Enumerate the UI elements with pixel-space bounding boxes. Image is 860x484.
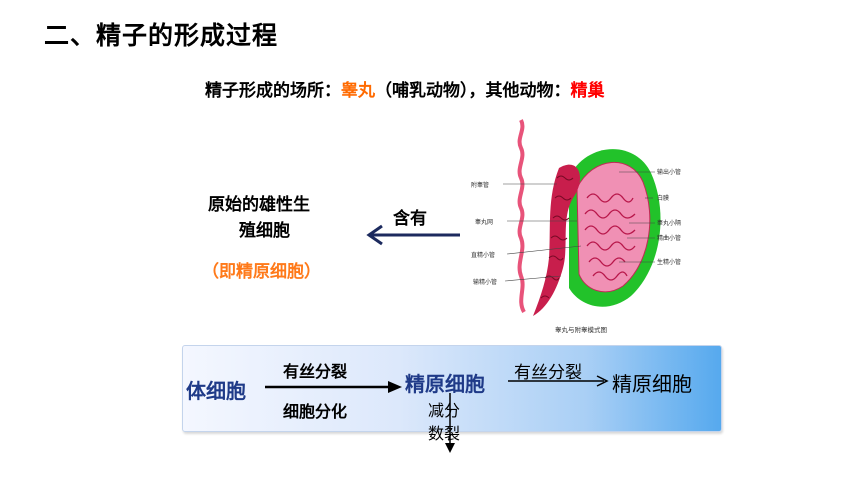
arrow-right-icon-1 [265,381,402,393]
subtitle: 精子形成的场所：睾丸（哺乳动物），其他动物：精巢 [205,76,605,101]
label-straight-tubule: 直精小管 [471,251,495,259]
arrow-down-icon [445,393,455,453]
spermatogonium-note: （即精原细胞） [202,262,321,282]
contains-label: 含有 [393,209,427,229]
subtitle-middle: （哺乳动物），其他动物： [375,81,571,101]
label-rete-testis: 睾丸网 [475,218,493,226]
label-seminiferous-tubule: 生精小管 [657,258,681,266]
label-efferent-ductule: 输出小管 [657,168,681,176]
label-tunica-albuginea: 白膜 [657,194,669,202]
subtitle-place-testis: 睾丸 [341,81,375,101]
flow-spermatogonium-2: 精原细胞 [612,372,692,396]
flow-mitosis-label-2: 有丝分裂 [514,363,582,383]
epididymis [533,164,581,316]
label-septum: 睾丸小隔 [657,219,681,227]
primordial-cell-line2: 殖细胞 [239,221,290,241]
epididymis-coils [540,175,574,299]
arrow-right-icon-2 [508,375,609,387]
slide-title: 二、精子的形成过程 [44,21,279,50]
vas-deferens [517,119,526,314]
label-convoluted-tubule: 精曲小管 [657,234,681,242]
leader-lines [503,171,655,282]
flow-panel [182,345,722,432]
subtitle-prefix: 精子形成的场所： [205,81,341,101]
diagram-caption: 睾丸与附睾模式图 [555,325,607,334]
testis-diagram: 附睾管 睾丸网 直精小管 输精小管 输出小管 白膜 睾丸小隔 精曲小管 生精小管… [471,119,681,334]
primordial-cell-line1: 原始的雄性生 [208,195,310,215]
flow-mitosis-label-1: 有丝分裂 [283,362,348,381]
flow-meiosis-line1: 减分 [428,401,461,420]
flow-somatic-cell: 体细胞 [186,379,246,403]
flow-spermatogonium-1: 精原细胞 [405,372,485,396]
left-arrow-icon [366,224,460,246]
flow-meiosis-line2: 数裂 [428,424,461,443]
seminiferous-tubules [584,193,636,281]
label-vas-tubule: 输精小管 [473,278,497,286]
label-epididymal-duct: 附睾管 [471,181,489,189]
subtitle-place-spermary: 精巢 [570,81,605,101]
flow-differentiation-label: 细胞分化 [283,402,348,421]
